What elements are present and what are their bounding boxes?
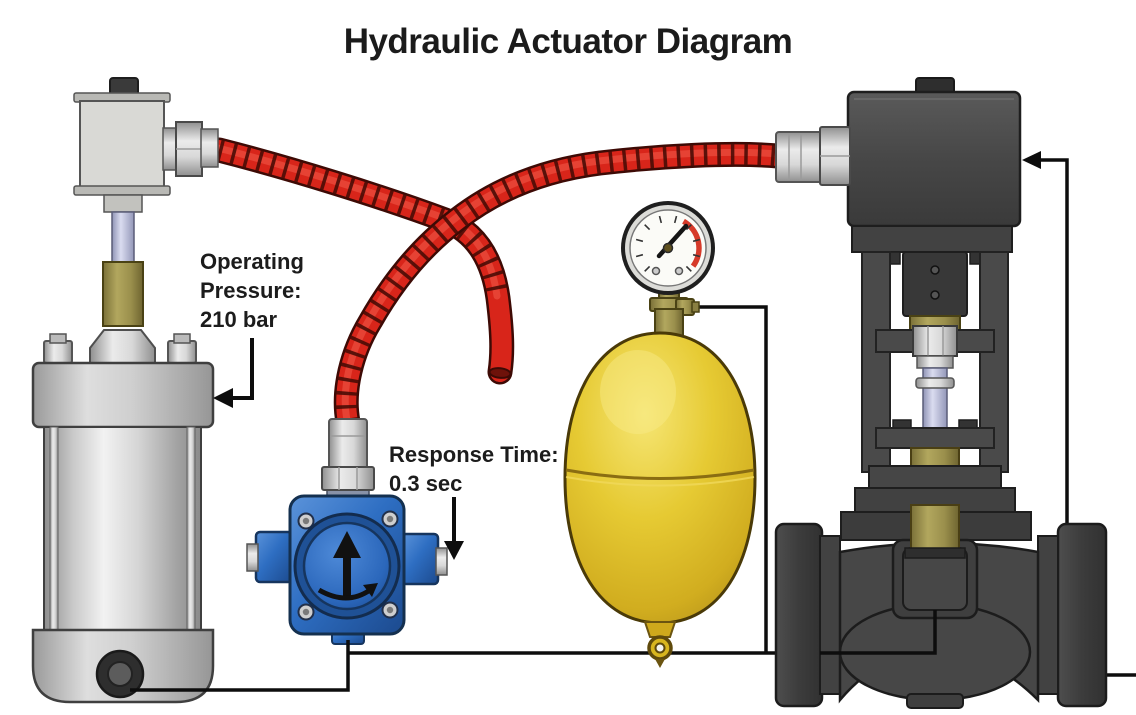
operating-pressure-line1: Operating xyxy=(200,249,304,274)
valve-right-port xyxy=(400,532,440,586)
feedback-line xyxy=(1040,158,1069,530)
callout-arrows xyxy=(230,338,456,544)
actuator-mount-plate xyxy=(851,225,1013,253)
operating-pressure-value: 210 bar xyxy=(200,307,278,332)
hose-ribs xyxy=(216,139,509,300)
pilot-stem-rod xyxy=(111,211,135,265)
stem-housing xyxy=(902,251,968,317)
valve-left-port xyxy=(254,530,294,584)
actuated-globe-valve xyxy=(774,77,1108,709)
gauge-ticks xyxy=(635,215,701,272)
response-time-arrowhead-icon xyxy=(444,541,464,560)
cylinder-barrel xyxy=(43,426,202,634)
cylinder-top-cap xyxy=(31,361,215,429)
operating-pressure-line2: Pressure: xyxy=(200,278,302,303)
stem-hex-nut xyxy=(912,325,958,357)
operating-pressure-label: Operating Pressure: 210 bar xyxy=(200,247,304,334)
yoke-crossbar-lower xyxy=(875,427,995,449)
tie-rod-left xyxy=(49,426,59,634)
pilot-brass-sleeve xyxy=(102,261,144,327)
gauge-needle-icon xyxy=(656,223,689,259)
ferrule-solenoid xyxy=(200,128,219,168)
accumulator xyxy=(563,331,757,668)
outlet-flange xyxy=(1056,522,1108,708)
ferrule-valve-top xyxy=(328,418,368,471)
accumulator-highlight xyxy=(600,350,676,434)
directional-control-valve xyxy=(246,486,448,645)
hydraulic-cylinder xyxy=(31,329,215,704)
pressure-gauge xyxy=(621,201,715,340)
hose-ribs xyxy=(335,143,779,424)
response-time-line1: Response Time: xyxy=(389,442,559,467)
solenoid-coil-body xyxy=(79,100,165,188)
cylinder-port-line xyxy=(130,640,350,692)
operating-pressure-arrowhead-icon xyxy=(213,388,233,408)
tie-rod-right xyxy=(186,426,196,634)
rotation-arrow-icon xyxy=(317,587,372,601)
ferrule-actuator xyxy=(775,131,823,183)
hose-fittings xyxy=(200,126,851,491)
operating-pressure-arrow xyxy=(230,338,254,400)
gauge-sense-line xyxy=(685,305,768,653)
solenoid-pilot-valve xyxy=(73,77,203,327)
response-time-value: 0.3 sec xyxy=(389,471,463,496)
accumulator-seam xyxy=(565,468,755,480)
feedback-arrowhead-icon xyxy=(1022,151,1041,169)
accumulator-bottom-fitting xyxy=(643,621,677,638)
drain-boss xyxy=(906,693,964,709)
gauge-red-zone xyxy=(682,218,702,268)
hose-valve-to-actuator xyxy=(333,141,791,435)
schematic-lines-over xyxy=(130,610,937,692)
inlet-flange xyxy=(774,522,824,708)
hose-open-end xyxy=(488,367,512,379)
diagram-title: Hydraulic Actuator Diagram xyxy=(343,22,793,61)
actuator-head xyxy=(846,90,1022,228)
valve-cavity-line xyxy=(820,610,937,655)
response-time-label: Response Time: 0.3 sec xyxy=(389,440,559,498)
